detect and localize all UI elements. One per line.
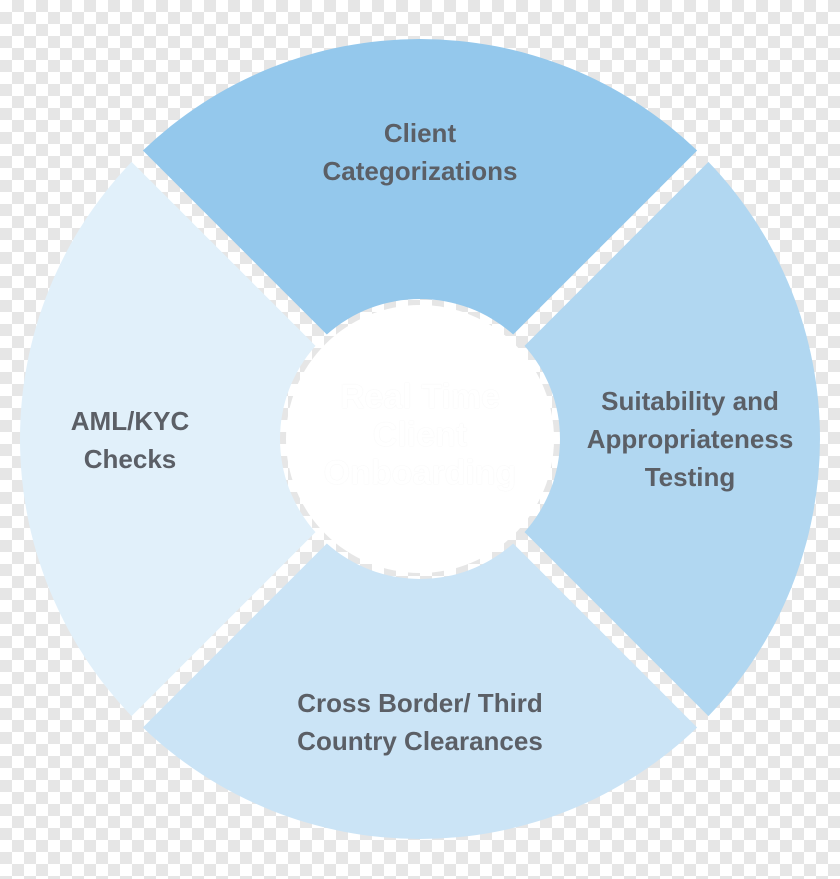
segment-label-client-categorizations: Client Categorizations: [322, 118, 518, 186]
segment-label-cross-border-clearances: Cross Border/ Third Country Clearances: [297, 688, 543, 756]
segment-cross-border-clearances: [142, 543, 698, 839]
segment-suitability-testing: [524, 161, 820, 717]
segment-client-categorizations: [142, 39, 698, 335]
segment-label-suitability-testing: Suitability and Appropriateness Testing: [586, 386, 794, 492]
segment-label-aml-kyc-checks: AML/KYC Checks: [70, 406, 190, 474]
center-circle: [286, 305, 554, 573]
center-label: Real Time Client Onboarding: [323, 378, 517, 492]
segment-aml-kyc-checks: [19, 161, 316, 717]
